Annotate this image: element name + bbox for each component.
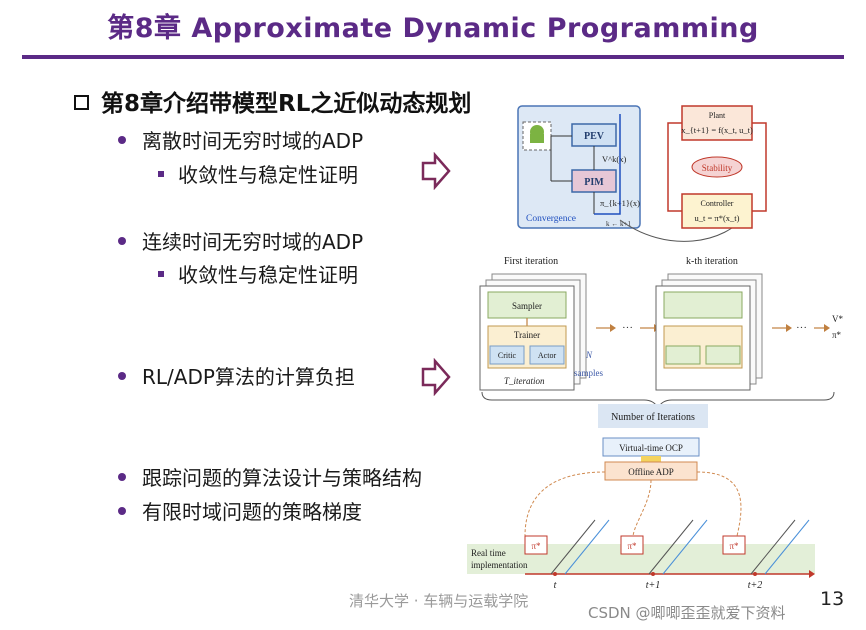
bullet-text: 离散时间无穷时域的ADP	[142, 129, 364, 153]
adp-convergence-diagram: PEV PIM V^k(x) π_{k+1}(x) Convergence k …	[517, 105, 767, 242]
value-function-label: V^k(x)	[602, 154, 626, 164]
bullet-dot-icon	[118, 507, 126, 515]
optimal-policy-label: π*	[832, 330, 842, 340]
sub-bullet-item: 收敛性与稳定性证明	[158, 259, 358, 288]
sub-bullet-item: 收敛性与稳定性证明	[158, 159, 358, 188]
critic-label: Critic	[498, 351, 517, 360]
ellipsis-label: ···	[796, 322, 807, 334]
sampler-label: Sampler	[512, 301, 542, 311]
number-of-iterations-label: Number of Iterations	[611, 412, 695, 423]
plant-equation: x_{t+1} = f(x_t, u_t)	[681, 125, 753, 135]
sub-bullet-text: 收敛性与稳定性证明	[178, 263, 358, 287]
sub-bullet-text: 收敛性与稳定性证明	[178, 163, 358, 187]
page-number: 13	[820, 588, 845, 610]
csdn-watermark: CSDN @唧唧歪歪就爱下资料	[588, 604, 786, 622]
sub-bullet-square-icon	[158, 171, 164, 177]
samples-n-label: N	[585, 350, 593, 360]
kth-iteration-label: k-th iteration	[686, 256, 738, 267]
first-iteration-label: First iteration	[504, 256, 558, 267]
bullet-item: RL/ADP算法的计算负担	[118, 361, 355, 390]
section-heading-text: 第8章介绍带模型RL之近似动态规划	[101, 91, 472, 117]
ellipsis-label: ···	[622, 322, 633, 334]
trainer-label: Trainer	[514, 330, 540, 340]
bullet-item: 跟踪问题的算法设计与策略结构	[118, 462, 422, 491]
bullet-text: 有限时域问题的策略梯度	[142, 500, 362, 524]
time-label-t: t	[554, 580, 557, 591]
policy-box-label: π*	[531, 541, 541, 551]
real-time-label-line1: Real time	[471, 548, 506, 558]
slide-title: 第8章 Approximate Dynamic Programming	[107, 13, 759, 44]
bullet-item: 离散时间无穷时域的ADP	[118, 125, 363, 154]
section-heading: 第8章介绍带模型RL之近似动态规划	[74, 84, 471, 118]
pim-label: PIM	[584, 177, 604, 188]
time-label-t1: t+1	[646, 580, 661, 591]
bullet-dot-icon	[118, 237, 126, 245]
stability-label: Stability	[702, 163, 733, 173]
outline-arrow-icon	[421, 358, 451, 396]
pev-label: PEV	[584, 131, 605, 142]
iteration-pipeline-diagram: First iteration Sampler Trainer Critic A…	[479, 256, 843, 428]
sub-bullet-square-icon	[158, 271, 164, 277]
bullet-item: 连续时间无穷时域的ADP	[118, 226, 363, 255]
bullet-dot-icon	[118, 136, 126, 144]
convergence-label: Convergence	[526, 214, 576, 224]
real-time-label-line2: implementation	[471, 560, 528, 570]
virtual-time-ocp-label: Virtual-time OCP	[619, 443, 683, 453]
bullet-text: RL/ADP算法的计算负担	[142, 365, 355, 389]
bullet-text: 跟踪问题的算法设计与策略结构	[142, 466, 422, 490]
checkbox-bullet-icon	[74, 95, 89, 110]
time-label-t2: t+2	[748, 580, 763, 591]
outline-arrow-icon	[421, 152, 451, 190]
title-divider	[22, 55, 844, 59]
slide-footer: 清华大学 · 车辆与运载学院	[349, 592, 529, 610]
offline-adp-label: Offline ADP	[628, 467, 674, 477]
controller-title: Controller	[701, 199, 734, 208]
actor-label: Actor	[538, 351, 557, 360]
plant-title: Plant	[709, 111, 726, 120]
policy-box-label: π*	[729, 541, 739, 551]
policy-box-label: π*	[627, 541, 637, 551]
iteration-time-label: T_iteration	[504, 376, 545, 386]
real-time-implementation-diagram: Virtual-time OCP Offline ADP Real time i…	[467, 437, 815, 591]
bullet-item: 有限时域问题的策略梯度	[118, 496, 362, 525]
samples-label: samples	[574, 368, 603, 378]
bullet-text: 连续时间无穷时域的ADP	[142, 230, 364, 254]
controller-equation: u_t = π*(x_t)	[695, 213, 740, 223]
iteration-update-label: k ← k+1	[606, 220, 631, 228]
bullet-dot-icon	[118, 473, 126, 481]
optimal-value-label: V*	[832, 314, 843, 324]
bullet-dot-icon	[118, 372, 126, 380]
